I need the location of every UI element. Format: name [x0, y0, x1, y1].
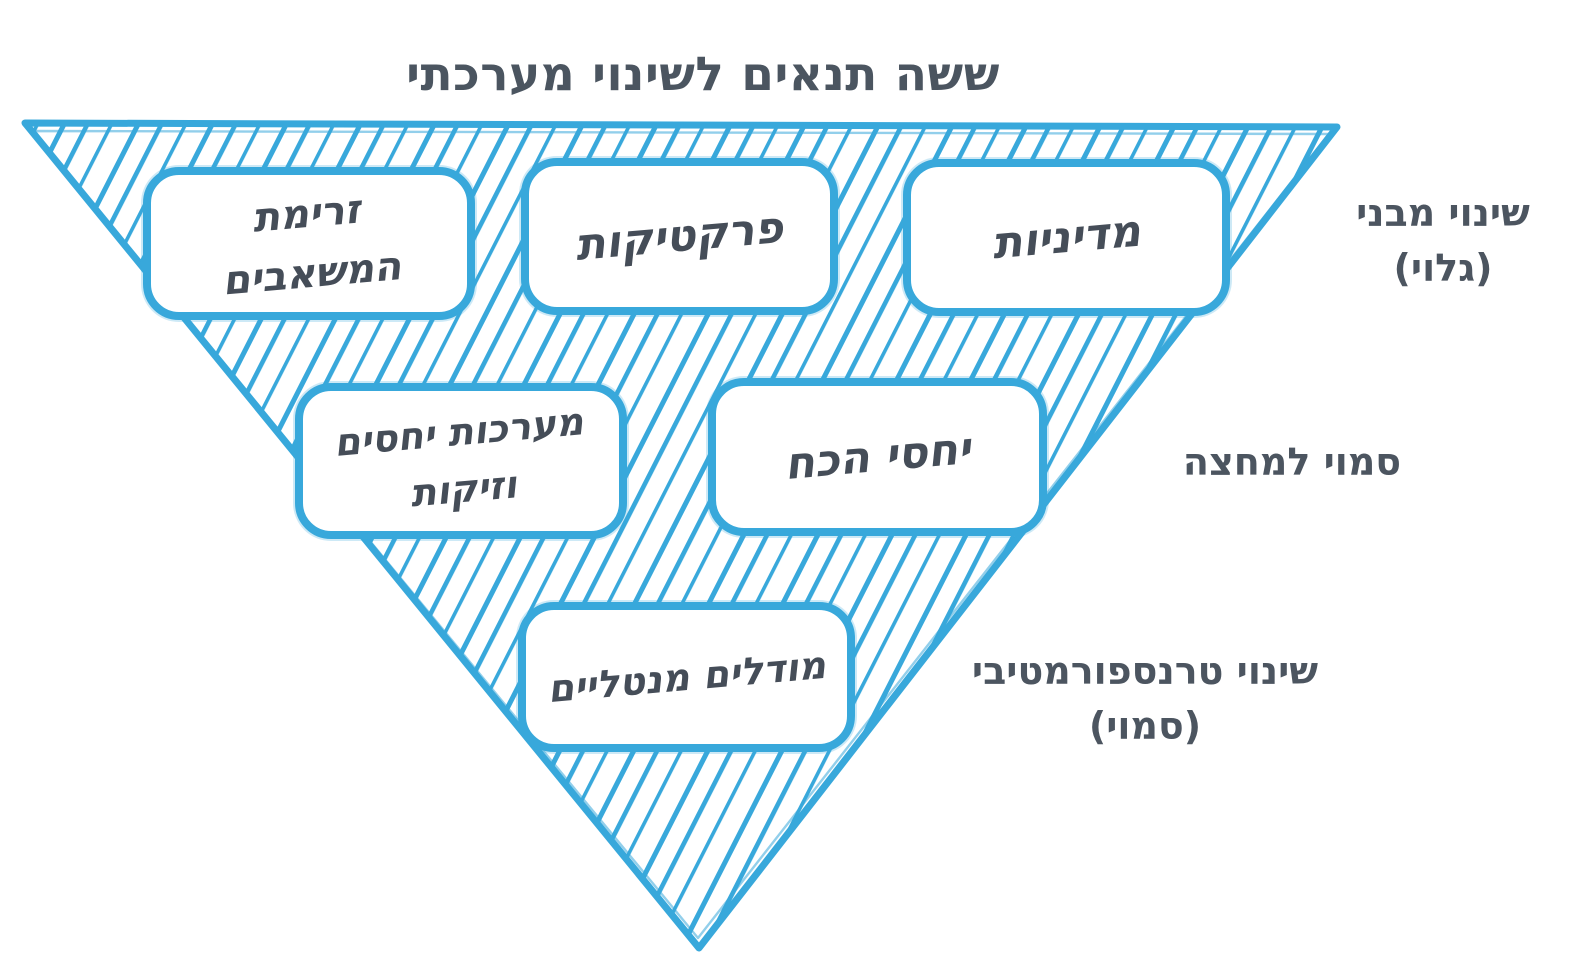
- diagram-title: ששה תנאים לשינוי מערכתי: [406, 47, 1000, 103]
- condition-box-relationships-label: מערכות יחסים וזיקות: [331, 399, 586, 516]
- condition-box-mental-models: מודלים מנטליים: [518, 602, 855, 752]
- condition-box-practices-label: פרקטיקות: [573, 201, 786, 271]
- level-label-semi-hidden: סמוי למחצה: [1158, 435, 1426, 490]
- condition-box-policies-label: מדיניות: [990, 205, 1143, 269]
- level-label-structural-line2: (גלוי): [1393, 246, 1493, 291]
- level-label-semi-hidden-line1: סמוי למחצה: [1182, 440, 1402, 484]
- condition-box-mental-models-label: מודלים מנטליים: [545, 642, 828, 711]
- condition-box-power-relations-label: יחסי הכח: [782, 422, 973, 491]
- condition-box-power-relations: יחסי הכח: [708, 378, 1047, 536]
- level-label-transformative-line1: שינוי טרנספורמטיבי: [971, 649, 1319, 693]
- condition-box-policies: מדיניות: [903, 159, 1230, 316]
- condition-box-resource-flows: זרימת המשאבים: [143, 167, 475, 320]
- level-label-structural-line1: שינוי מבני: [1356, 191, 1530, 235]
- condition-box-practices: פרקטיקות: [521, 158, 838, 315]
- level-label-transformative: שינוי טרנספורמטיבי (סמוי): [938, 644, 1352, 754]
- condition-box-resource-flows-label: זרימת המשאבים: [220, 185, 404, 305]
- level-label-structural: שינוי מבני (גלוי): [1328, 186, 1558, 296]
- level-label-transformative-line2: (סמוי): [1088, 704, 1202, 749]
- condition-box-relationships: מערכות יחסים וזיקות: [295, 383, 627, 539]
